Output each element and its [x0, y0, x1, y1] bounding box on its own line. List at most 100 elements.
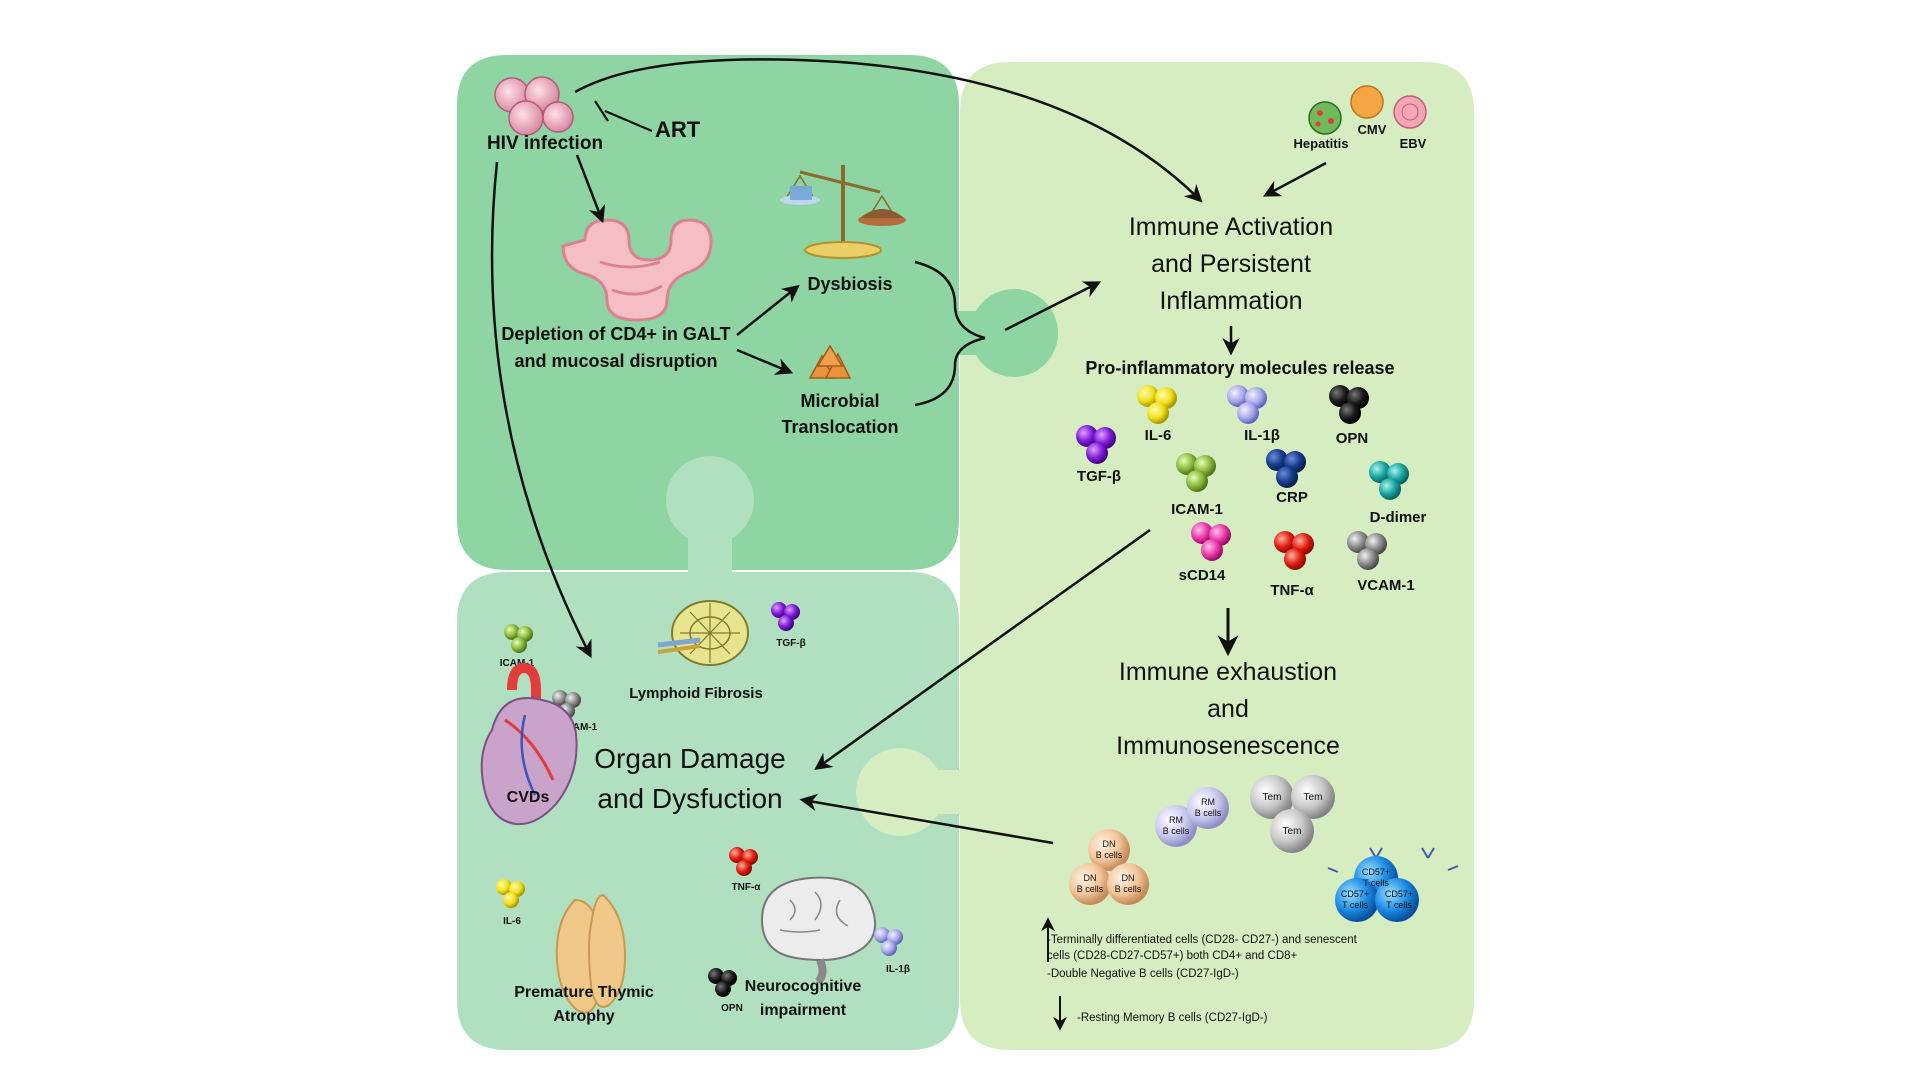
dn-b-cell-label-1a: DN	[1103, 839, 1116, 849]
icam-1-molecule-icon	[1176, 453, 1216, 492]
rm-b-cell-label-2a: RM	[1201, 797, 1215, 807]
organ-damage-line1: Organ Damage	[594, 743, 785, 774]
immune-activation-line3: Inflammation	[1159, 287, 1302, 315]
virus-label-hepatitis: Hepatitis	[1294, 136, 1349, 151]
tgf-beta-molecule-icon	[1076, 425, 1116, 464]
il-1b-label-small: IL-1β	[886, 964, 910, 975]
il-1b-molecule-icon-small	[874, 927, 903, 956]
icam-1-label-small: ICAM-1	[500, 658, 535, 669]
molecule-label-vcam-1: VCAM-1	[1357, 577, 1415, 594]
organ-damage-line2: and Dysfuction	[597, 783, 782, 814]
arrow-gut-to-dysbiosis	[736, 284, 800, 336]
rm-b-cell-label-2b: B cells	[1195, 808, 1222, 818]
intestine-icon	[561, 218, 713, 322]
exhaustion-line2: and	[1207, 695, 1249, 723]
il-6-label-small: IL-6	[503, 916, 521, 927]
cd57-cell-label-1a: CD57+	[1362, 867, 1390, 877]
arrow-hiv-to-gut	[575, 154, 606, 224]
arrow-hiv-to-organ-damage	[490, 161, 592, 659]
molecule-label-opn: OPN	[1336, 430, 1369, 447]
tgf-beta-label-small: TGF-β	[776, 638, 805, 649]
increased-cells-line2: cells (CD28-CD27-CD57+) both CD4+ and CD…	[1047, 950, 1298, 962]
vcam-1-label-small: VCAM-1	[559, 722, 598, 733]
dn-b-cell-label-3b: B cells	[1115, 884, 1142, 894]
lymph-node-icon	[657, 600, 749, 666]
balance-scale-icon	[780, 165, 906, 259]
art-inhibition-line	[594, 100, 653, 133]
cd57-cell-label-2a: CD57+	[1341, 889, 1369, 899]
cd57-t-cells-icon	[1327, 847, 1459, 922]
opn-molecule-icon	[1329, 385, 1369, 424]
dn-b-cell-label-3a: DN	[1122, 873, 1135, 883]
scd14-molecule-icon	[1191, 522, 1231, 561]
brain-icon	[760, 876, 876, 985]
dn-b-cell-label-2a: DN	[1084, 873, 1097, 883]
arrow-molecules-to-organ-damage	[814, 528, 1151, 771]
molecule-label-crp: CRP	[1276, 489, 1308, 506]
tnf-alpha-label-small: TNF-α	[732, 882, 762, 893]
tem-cell-label-3: Tem	[1283, 826, 1302, 837]
cd57-cell-label-2b: T cells	[1342, 900, 1368, 910]
rm-b-cell-label-1a: RM	[1169, 815, 1183, 825]
il-6-molecule-icon	[1137, 385, 1177, 424]
virus-label-cmv: CMV	[1358, 122, 1387, 137]
hepatitis-virus-icon	[1308, 101, 1342, 135]
molecule-label-il-6: IL-6	[1145, 427, 1172, 444]
hiv-infection-label: HIV infection	[487, 133, 603, 154]
crp-molecule-icon	[1266, 449, 1306, 488]
il-1b-molecule-icon	[1227, 385, 1267, 424]
rm-b-cells-icon	[1155, 787, 1229, 847]
tem-cell-label-1: Tem	[1263, 792, 1282, 803]
puzzle-knob-neck	[912, 770, 968, 814]
tnf-alpha-molecule-icon	[1274, 531, 1314, 570]
arrow-viruses-to-immune	[1262, 161, 1327, 197]
virus-label-ebv: EBV	[1400, 136, 1427, 151]
art-label: ART	[655, 117, 701, 142]
puzzle-knob-neck	[688, 510, 732, 574]
opn-label-small: OPN	[721, 1003, 743, 1014]
d-dimer-molecule-icon	[1369, 461, 1409, 500]
cd57-cell-label-3a: CD57+	[1385, 889, 1413, 899]
thymic-atrophy-line2: Atrophy	[553, 1008, 614, 1025]
depletion-label-line2: and mucosal disruption	[514, 351, 717, 371]
cd57-cell-label-1b: T cells	[1363, 878, 1389, 888]
molecule-label-scd14: sCD14	[1179, 567, 1226, 584]
thymic-atrophy-line1: Premature Thymic	[514, 984, 654, 1001]
exhaustion-line3: Immunosenescence	[1116, 732, 1340, 760]
molecule-label-il-1b: IL-1β	[1244, 427, 1280, 444]
rm-b-cell-label-1b: B cells	[1163, 826, 1190, 836]
ebv-virus-icon	[1393, 95, 1427, 129]
neurocognitive-line1: Neurocognitive	[745, 978, 862, 995]
molecule-label-icam-1: ICAM-1	[1171, 501, 1223, 518]
tnf-alpha-molecule-icon-small	[729, 847, 758, 876]
microbial-label-line1: Microbial	[800, 391, 879, 411]
arrow-gut-to-microbial	[736, 348, 794, 375]
tem-cell-label-2: Tem	[1304, 792, 1323, 803]
molecule-label-tgf-beta: TGF-β	[1077, 468, 1121, 485]
cvds-label: CVDs	[507, 789, 550, 806]
cd57-cell-label-3b: T cells	[1386, 900, 1412, 910]
dn-b-cell-label-1b: B cells	[1096, 850, 1123, 860]
pro-inflammatory-label: Pro-inflammatory molecules release	[1085, 358, 1394, 378]
cmv-virus-icon	[1350, 85, 1384, 119]
decreased-cells-line1: -Resting Memory B cells (CD27-IgD-)	[1077, 1012, 1268, 1024]
molecule-label-d-dimer: D-dimer	[1370, 509, 1427, 526]
opn-molecule-icon-small	[708, 968, 737, 997]
increased-cells-line1: -Terminally differentiated cells (CD28- …	[1047, 934, 1358, 946]
il-6-molecule-icon-small	[496, 879, 525, 908]
dysbiosis-label: Dysbiosis	[807, 274, 892, 294]
microbe-cluster-icon	[808, 344, 852, 379]
arrow-cells-to-organ-damage	[799, 793, 1054, 845]
dn-b-cells-icon	[1069, 829, 1149, 905]
thymus-icon	[555, 893, 627, 1014]
increased-cells-line3: -Double Negative B cells (CD27-IgD-)	[1047, 968, 1239, 980]
top-left-panel	[457, 55, 959, 570]
neurocognitive-line2: impairment	[760, 1002, 847, 1019]
immune-activation-line2: and Persistent	[1151, 250, 1311, 278]
arrow-to-immune-activation	[1004, 281, 1102, 332]
tem-cells-icon	[1250, 775, 1335, 853]
icam-1-molecule-icon-small	[504, 624, 533, 653]
bracket-merge	[914, 260, 986, 407]
molecule-label-tnf-alpha: TNF-α	[1270, 582, 1314, 599]
